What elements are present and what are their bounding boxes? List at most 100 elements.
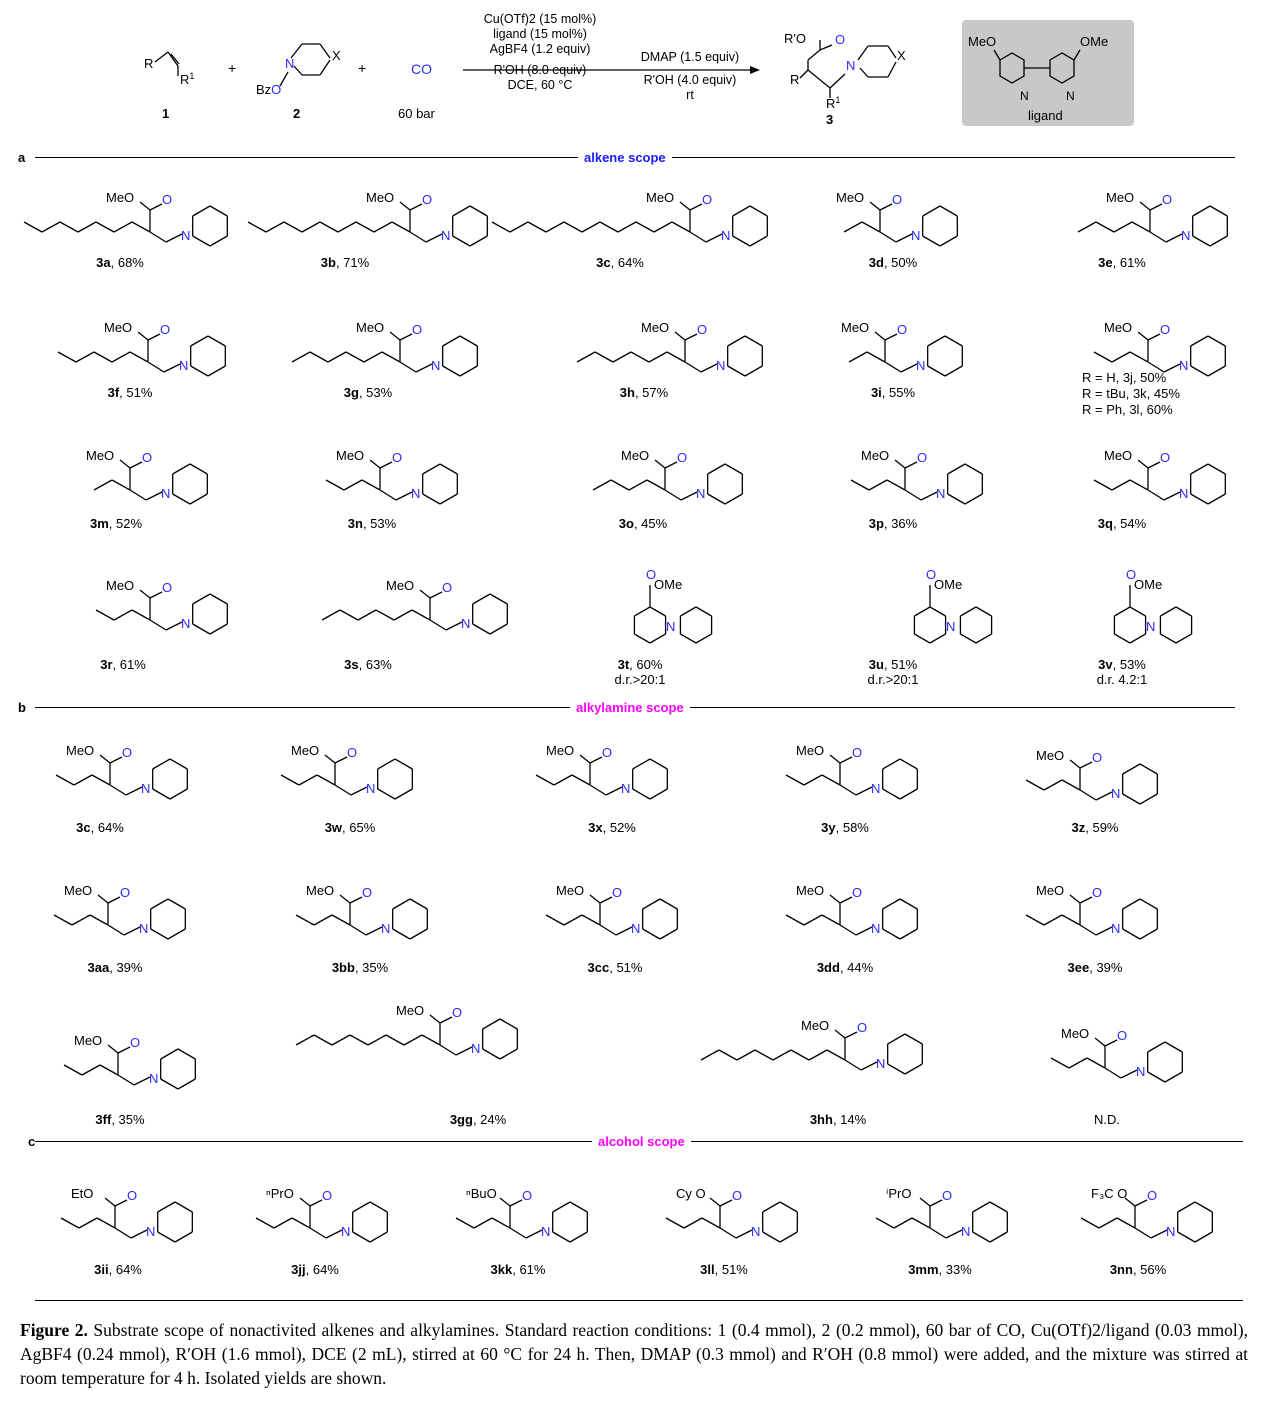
bond — [442, 335, 461, 347]
atom-label: MeO — [104, 320, 132, 335]
bond — [192, 235, 211, 247]
bond — [599, 896, 613, 904]
bond — [666, 351, 686, 363]
bond — [337, 221, 357, 233]
atom-label: OMe — [1134, 577, 1162, 592]
reagent-2-bzo: BzO — [256, 82, 281, 97]
ligand-ome: OMe — [1080, 34, 1108, 49]
bond — [172, 463, 191, 475]
bond — [1080, 1217, 1100, 1229]
bond — [843, 221, 863, 233]
atom-label: MeO — [66, 743, 94, 758]
bond — [1190, 335, 1209, 347]
bond — [975, 633, 992, 644]
bond — [1061, 779, 1081, 791]
bond — [409, 231, 427, 243]
bond — [109, 756, 123, 764]
bond — [373, 221, 393, 233]
bond — [808, 1049, 828, 1061]
bond — [1147, 461, 1161, 469]
bond — [1139, 763, 1158, 775]
bond — [509, 221, 529, 233]
bond — [632, 788, 651, 800]
section-c-title: alcohol scope — [592, 1134, 691, 1149]
bond — [1095, 221, 1115, 233]
entry-a-3d: 3d, 50% — [868, 255, 918, 270]
plus-1: + — [228, 60, 236, 76]
atom-label: MeO — [546, 743, 574, 758]
bond — [499, 1018, 518, 1030]
bond — [1149, 231, 1167, 243]
atom-label: MeO — [1106, 190, 1134, 205]
atom-label: N — [666, 619, 675, 634]
bond — [352, 1231, 371, 1243]
bond — [632, 758, 651, 770]
bond — [309, 1227, 327, 1239]
bond — [395, 491, 413, 501]
atom-label: O — [1160, 450, 1170, 465]
bond — [989, 1231, 1008, 1243]
bond — [73, 774, 93, 786]
bond — [160, 1048, 179, 1060]
bond — [491, 221, 511, 233]
atom-label: O — [1126, 567, 1136, 582]
atom-label: MeO — [1104, 448, 1132, 463]
bond — [325, 479, 345, 491]
bond — [192, 623, 211, 635]
bond — [665, 1217, 685, 1229]
atom-label: N — [1146, 619, 1155, 634]
bond — [683, 1217, 703, 1229]
bond — [732, 235, 751, 247]
bond — [922, 235, 941, 247]
bond — [679, 201, 691, 211]
atom-label: O — [162, 580, 172, 595]
entry-a-3c: 3c, 64% — [596, 255, 644, 270]
bond — [53, 914, 73, 926]
bond — [592, 479, 612, 491]
atom-label: O — [130, 1035, 140, 1050]
bond — [491, 1217, 511, 1229]
bond — [571, 774, 591, 786]
figure-caption: Figure 2. Substrate scope of nonactivite… — [20, 1318, 1248, 1390]
bond — [960, 633, 977, 644]
bond — [95, 609, 115, 621]
bond — [75, 351, 95, 363]
bond — [535, 774, 555, 786]
bond — [114, 1199, 128, 1207]
bond — [192, 593, 211, 605]
atom-label: O — [162, 192, 172, 207]
bond — [1043, 779, 1063, 791]
bond — [1061, 914, 1081, 926]
atom-label: N — [1166, 1224, 1175, 1239]
bond — [785, 914, 805, 926]
bond — [1113, 221, 1133, 233]
bond — [707, 493, 726, 505]
bond — [709, 1197, 721, 1207]
bond — [927, 365, 946, 377]
atom-label: O — [897, 322, 907, 337]
bond — [1207, 493, 1226, 505]
bond — [422, 493, 441, 505]
bond — [119, 459, 131, 469]
bond — [762, 1231, 781, 1243]
bond — [899, 758, 918, 770]
bond — [964, 463, 983, 475]
caption-text: Substrate scope of nonactivited alkenes … — [20, 1320, 1248, 1388]
bond — [684, 333, 698, 341]
entry-a-3h: 3h, 57% — [619, 385, 669, 400]
bond — [71, 914, 91, 926]
bond — [107, 896, 121, 904]
bond — [861, 221, 881, 233]
bond — [139, 201, 151, 211]
bond — [1137, 331, 1149, 341]
bond — [648, 351, 668, 363]
svg-text:R: R — [790, 72, 799, 87]
atom-label: MeO — [646, 190, 674, 205]
bond — [355, 221, 375, 233]
